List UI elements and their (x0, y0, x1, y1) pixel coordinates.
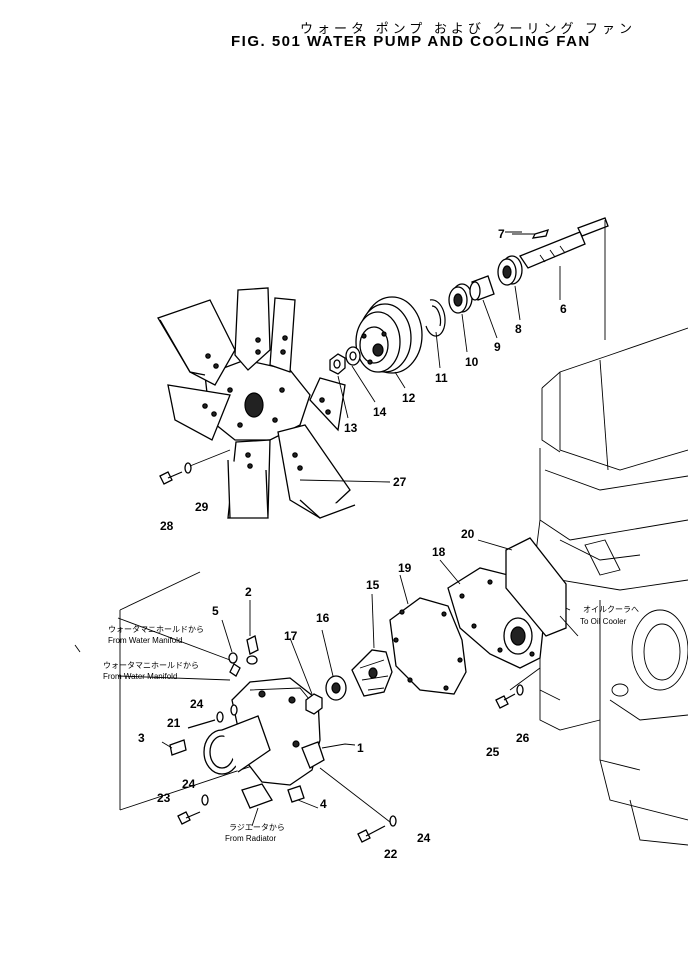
callout-12: 12 (402, 391, 416, 405)
plug-5 (221, 619, 241, 677)
note-water-manifold-2-en: From Water Manifold (103, 672, 177, 681)
callout-18: 18 (432, 545, 446, 559)
note-water-manifold-1-jp: ウォータマニホールドから (108, 625, 204, 634)
callout-5: 5 (212, 604, 219, 618)
key-7 (512, 229, 550, 239)
callout-13: 13 (344, 421, 358, 435)
nut-17 (289, 637, 323, 715)
fitting-2 (246, 600, 259, 665)
callout-4: 4 (320, 797, 327, 811)
plug-4 (287, 785, 319, 809)
bearing-8 (497, 255, 523, 286)
pump-shaft (519, 217, 609, 269)
callout-17: 17 (284, 629, 298, 643)
callout-25: 25 (486, 745, 500, 759)
fan-bolt (159, 449, 231, 485)
callout-24-upper: 24 (190, 697, 204, 711)
note-water-manifold-2-jp: ウォータマニホールドから (103, 661, 199, 670)
callout-27: 27 (393, 475, 407, 489)
callout-20: 20 (461, 527, 475, 541)
snap-ring (425, 299, 446, 337)
callout-10: 10 (465, 355, 479, 369)
callout-3: 3 (138, 731, 145, 745)
callout-21: 21 (167, 716, 181, 730)
water-pump-body (203, 677, 325, 809)
figure-title-japanese: ウォータ ポンプ および クーリング ファン (300, 21, 637, 36)
callout-14: 14 (373, 405, 387, 419)
impeller-15 (351, 593, 393, 697)
plug-3 (169, 739, 187, 756)
callout-24-lower: 24 (182, 777, 196, 791)
bolt-21 (187, 711, 224, 729)
spacer-9 (469, 275, 495, 301)
engine-block-outline (529, 327, 688, 846)
callout-8: 8 (515, 322, 522, 336)
cooling-fan (157, 287, 356, 519)
callout-29: 29 (195, 500, 209, 514)
bolt-23 (177, 794, 209, 825)
gasket-19 (389, 574, 467, 695)
note-oil-cooler-jp: オイルクーラへ (583, 605, 639, 614)
washer-14 (345, 346, 361, 366)
note-radiator-jp: ラジエータから (229, 823, 285, 832)
callout-6: 6 (560, 302, 567, 316)
note-water-manifold-1-en: From Water Manifold (108, 636, 182, 645)
callout-28: 28 (160, 519, 174, 533)
bolt-22 (319, 767, 397, 843)
note-radiator-en: From Radiator (225, 834, 276, 843)
note-oil-cooler-en: To Oil Cooler (580, 617, 627, 626)
washer-24a (230, 704, 238, 716)
seal-16 (321, 629, 347, 701)
callout-22: 22 (384, 847, 398, 861)
flow-notes: ウォータマニホールドから From Water Manifold ウォータマニホ… (103, 605, 639, 843)
callout-23: 23 (157, 791, 171, 805)
callout-labels: 1 2 3 4 5 6 7 8 9 10 11 12 13 14 15 16 1… (138, 227, 567, 861)
callout-1: 1 (357, 741, 364, 755)
bracket-lines (74, 571, 271, 811)
nut-13 (329, 353, 346, 375)
callout-26: 26 (516, 731, 530, 745)
callout-2: 2 (245, 585, 252, 599)
callout-16: 16 (316, 611, 330, 625)
callout-24-right: 24 (417, 831, 431, 845)
callout-15: 15 (366, 578, 380, 592)
figure-title: FIG. 501 WATER PUMP AND COOLING FAN (231, 33, 591, 50)
callout-7: 7 (498, 227, 505, 241)
callout-11: 11 (435, 371, 448, 385)
callout-9: 9 (494, 340, 501, 354)
fan-pulley (355, 296, 423, 374)
callout-19: 19 (398, 561, 412, 575)
bearing-10 (448, 283, 473, 314)
bolt-25 (495, 667, 541, 709)
leader-lines (117, 231, 579, 827)
plate-20 (477, 537, 567, 637)
